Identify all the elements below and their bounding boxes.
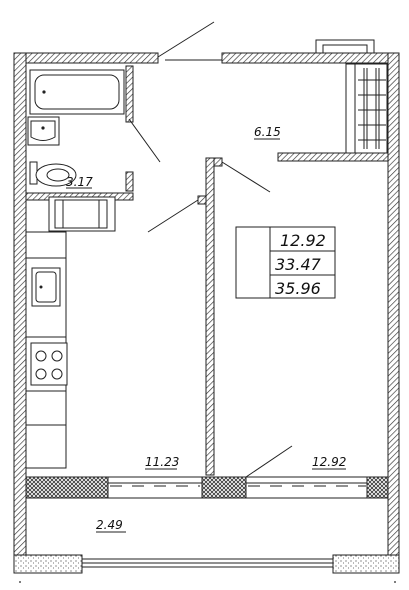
kitchen-area-label: 11.23 <box>145 455 179 469</box>
balcony-glazing <box>25 445 389 499</box>
bathroom-area-label: 3.17 <box>66 175 93 189</box>
entrance-door <box>157 21 222 61</box>
toilet <box>29 161 77 187</box>
balcony-area-label: 2.49 <box>96 518 123 532</box>
balcony <box>13 554 400 583</box>
hall-area-label: 6.15 <box>254 125 281 139</box>
living-area-value: 12.92 <box>280 231 326 250</box>
washbasin <box>27 116 60 146</box>
hall-cabinet <box>345 63 388 154</box>
living-area-label: 12.92 <box>312 455 346 469</box>
area-summary-table: 12.92 33.47 35.96 <box>235 226 336 299</box>
interior-doors <box>128 118 271 233</box>
kitchen-sink <box>31 267 61 307</box>
bathtub <box>29 69 125 115</box>
washing-machine <box>48 196 116 232</box>
exterior-walls <box>13 39 400 562</box>
total-area-with-balcony-value: 35.96 <box>275 279 321 298</box>
total-area-value: 33.47 <box>275 255 322 274</box>
stove <box>30 342 68 386</box>
